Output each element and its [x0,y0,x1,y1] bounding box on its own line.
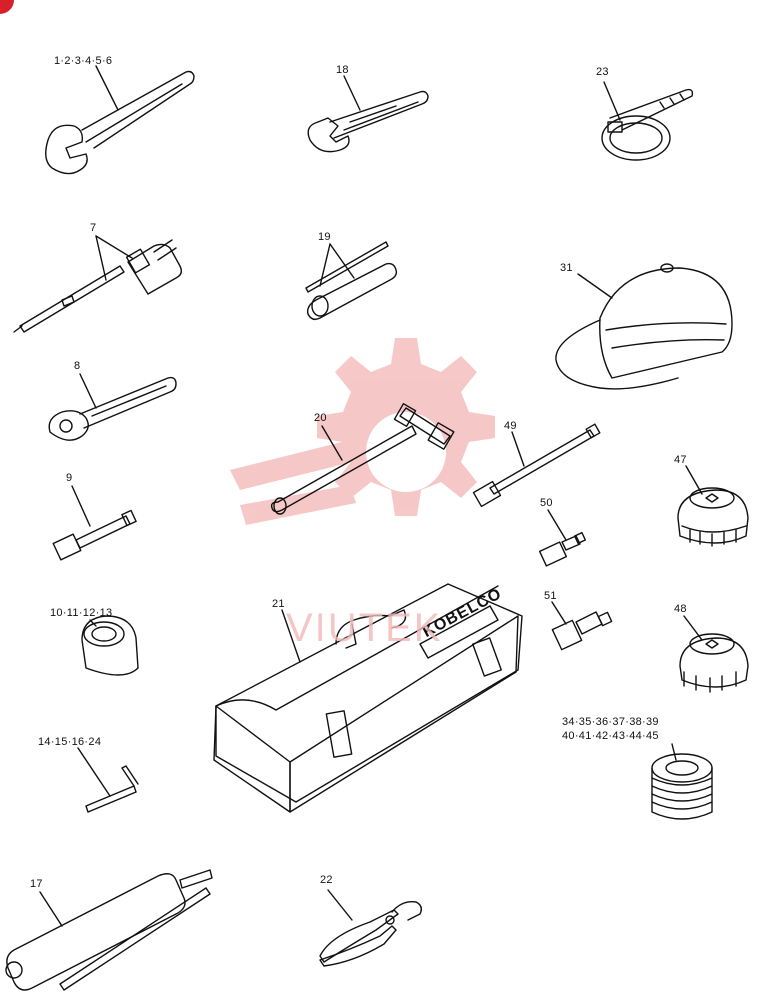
leader-line [79,373,97,409]
adjustable-wrench [307,90,429,153]
leader-line [551,601,567,625]
part-label-17: 17 [30,878,43,890]
part-label-20: 20 [314,412,327,424]
part-label-22: 22 [320,874,333,886]
part-label-21: 21 [272,598,285,610]
part-label-48: 48 [674,603,687,615]
sliding-hammer [270,403,455,515]
hex-key [85,765,139,813]
grease-gun [5,869,213,991]
leader-line [327,889,353,921]
leader-line [511,431,525,467]
pliers [319,901,423,967]
leader-line [95,235,107,281]
open-end-wrench [45,70,195,175]
part-label-50: 50 [540,497,553,509]
shim-stack [651,753,713,820]
leader-line [95,65,119,111]
leader-line [577,273,613,299]
cap-nut [679,633,749,693]
leader-line [321,425,343,461]
part-label-19: 19 [318,231,331,243]
adapter-51 [551,611,613,651]
leader-line [329,243,355,279]
part-label-23: 23 [596,66,609,78]
part-label-51: 51 [544,590,557,602]
part-label-40-45: 40·41·42·43·44·45 [562,730,659,742]
corner-mark [0,0,14,14]
watermark-gear-icon [230,338,495,525]
ratchet-handle [48,376,177,441]
watermark-text: VIUTEK [286,606,443,650]
part-label-31: 31 [560,262,573,274]
leader-line [77,747,111,797]
leader-line [547,509,567,541]
cap-nut [677,487,749,547]
part-label-49: 49 [504,420,517,432]
part-label-8: 8 [74,360,81,372]
part-label-10-13: 10·11·12·13 [50,607,113,619]
leader-line [95,235,133,259]
leader-line [343,75,361,111]
leader-line [603,81,621,121]
part-label-34-39: 34·35·36·37·38·39 [562,716,659,728]
part-label-1-6: 1·2·3·4·5·6 [54,55,113,67]
leader-line [671,743,677,761]
screwdriver [13,239,183,333]
safety-cap [555,263,733,390]
part-label-14-24: 14·15·16·24 [38,736,102,748]
part-label-47: 47 [674,454,687,466]
toolbox [213,583,523,813]
part-label-18: 18 [336,64,349,76]
leader-line [71,485,91,527]
part-label-7: 7 [90,222,97,234]
leader-line [319,243,331,287]
long-extension-bar [472,423,601,508]
short-extension-bar [52,509,137,561]
leader-line [281,609,301,663]
leader-line [685,465,703,495]
socket-bar-set [305,241,398,321]
deep-socket [81,615,139,676]
adapter-50 [538,531,587,567]
leader-line [89,619,97,627]
filter-wrench [601,88,694,161]
leader-line [683,615,703,641]
leader-line [39,891,63,927]
part-label-9: 9 [66,472,73,484]
